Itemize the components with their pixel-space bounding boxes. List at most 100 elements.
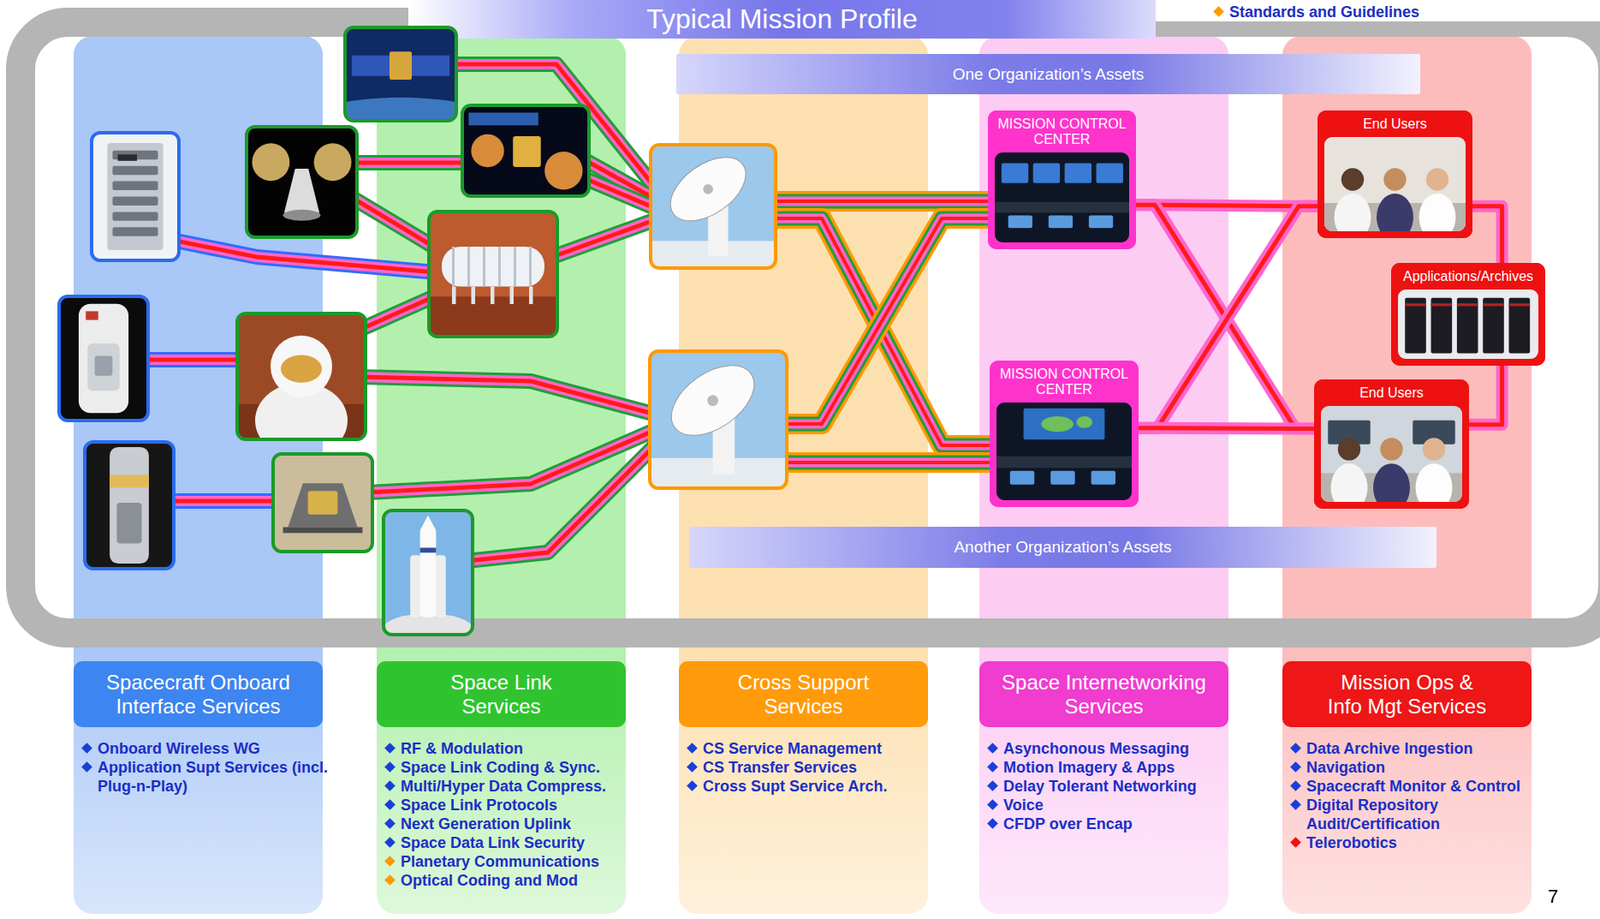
bullet-item: Digital Repository Audit/Certification: [1289, 795, 1542, 833]
pic-part: [498, 246, 501, 287]
picture: [59, 296, 149, 421]
connector-stripe: [1469, 365, 1503, 425]
pic-part: [1096, 163, 1124, 184]
cable-stripe: [171, 239, 437, 273]
bullet-diamond: [987, 761, 999, 773]
bullet-item: Telerobotics: [1289, 832, 1542, 852]
connector-stripe: [1138, 425, 1315, 431]
label-text: Asynchonous Messaging: [1003, 738, 1239, 758]
picture: [237, 313, 366, 458]
picture: [91, 132, 179, 261]
bullet-diamond: [987, 779, 999, 792]
cable: [770, 218, 998, 446]
bullet-list: Data Archive IngestionNavigationSpacecra…: [1289, 738, 1542, 852]
pic-part: [1033, 163, 1060, 184]
pic-part: [1457, 297, 1479, 354]
pic-part: [1050, 470, 1075, 485]
picture: [996, 402, 1132, 500]
pic-part: [1457, 303, 1479, 306]
label-text: Data Archive Ingestion: [1306, 738, 1542, 758]
pic-part: [91, 132, 179, 261]
label-text: Multi/Hyper Data Compress.: [400, 776, 637, 796]
pic-part: [84, 441, 174, 569]
pic-part: [659, 350, 768, 450]
pic-part: [1415, 463, 1453, 502]
label-text: Spacecraft Monitor & Control: [1306, 776, 1542, 796]
bullet-diamond: [384, 836, 396, 848]
picture-content: [344, 27, 457, 121]
connector-stripe: [1136, 204, 1318, 207]
pic-part: [95, 356, 114, 376]
node-text: Applications/Archives: [1394, 266, 1542, 285]
cable-stripe: [350, 196, 437, 249]
picture-box-fill: [989, 360, 1139, 507]
pic-part: [1008, 215, 1033, 229]
pic-part: [283, 209, 322, 221]
cable-stripe: [350, 196, 437, 249]
bullet-diamond: [1290, 761, 1302, 773]
bullet-diamond: [1290, 798, 1302, 810]
title: Typical Mission Profile: [408, 0, 1156, 39]
bullet-diamond: [81, 761, 93, 773]
pic-part: [287, 482, 357, 527]
cable-stripe: [359, 376, 660, 416]
cable-stripe: [779, 218, 994, 424]
label-text: Space Link Coding & Sync.: [400, 757, 637, 777]
node-text: End Users: [1320, 113, 1470, 132]
pic-part: [59, 296, 149, 421]
bullet-item: Navigation: [1289, 757, 1542, 777]
cable-stripe: [779, 218, 994, 424]
bullet-item: Space Data Link Security: [383, 832, 637, 852]
cable-stripe: [466, 440, 660, 561]
label-text: Planetary Communications: [400, 851, 637, 871]
picture-box-fill: [987, 110, 1137, 250]
cable-stripe: [171, 239, 437, 273]
pic-part: [411, 55, 450, 77]
label-text: Telerobotics: [1306, 832, 1542, 852]
pic-part: [1010, 470, 1035, 485]
picture-border: [462, 105, 589, 197]
picture-content: [1324, 136, 1466, 232]
picture: [273, 453, 373, 552]
pic-part: [85, 310, 99, 320]
picture-border: [273, 453, 373, 552]
pic-part: [1482, 297, 1505, 354]
pic-part: [702, 184, 714, 195]
connector-stripe: [1138, 422, 1315, 435]
frame: [20, 0, 1600, 633]
cable-stripe: [359, 295, 437, 330]
cable-stripe: [466, 440, 660, 561]
bullet-item: Application Supt Services (incl. Plug-n-…: [80, 757, 334, 796]
picture: [649, 350, 787, 488]
connector: [1138, 427, 1315, 429]
pic-part: [351, 55, 390, 77]
cable-stripe: [779, 218, 994, 424]
pic-part: [1040, 416, 1074, 432]
pic-part: [482, 246, 486, 287]
picture-content: [91, 132, 179, 261]
picture-content: [649, 350, 787, 488]
cable-stripe: [552, 218, 660, 257]
cables: [141, 64, 998, 561]
pic-part: [383, 510, 473, 635]
picture: [994, 152, 1130, 243]
picture-border: [344, 27, 457, 121]
pic-part: [1091, 470, 1116, 485]
bullet-item: Onboard Wireless WG: [80, 738, 334, 758]
grey-frame: [20, 22, 1600, 633]
pic-part: [314, 142, 352, 181]
bullet-list: CS Service ManagementCS Transfer Service…: [685, 738, 939, 796]
cable-stripe: [359, 376, 660, 416]
bullet-item: Optical Coding and Mod: [383, 870, 637, 890]
picture: [428, 211, 558, 337]
cable-stripe: [770, 218, 998, 446]
pic-part: [470, 134, 504, 167]
picture-content: [428, 211, 558, 337]
pic-part: [659, 144, 757, 234]
pic-part: [1373, 463, 1410, 502]
bullet-item: CFDP over Encap: [986, 814, 1239, 833]
service-header: Mission Ops & Info Mgt Services: [1282, 660, 1532, 727]
pic-part: [467, 246, 470, 287]
bullet-diamond: [987, 742, 999, 754]
